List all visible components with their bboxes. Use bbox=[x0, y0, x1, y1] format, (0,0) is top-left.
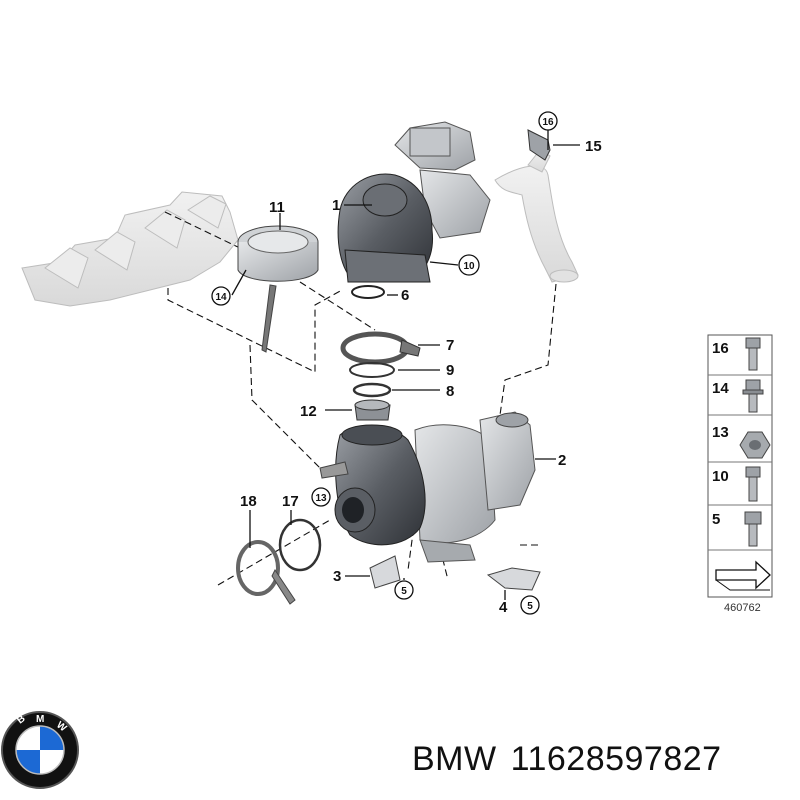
gasket-8 bbox=[352, 382, 392, 398]
legend-item-13: 13 bbox=[712, 424, 729, 441]
callout-4: 4 bbox=[499, 599, 508, 616]
leader-lines bbox=[231, 130, 580, 600]
v-band-clamp-18 bbox=[236, 540, 296, 605]
callout-13: 13 bbox=[315, 493, 327, 504]
callout-12: 12 bbox=[300, 403, 317, 420]
caption-brand: BMW bbox=[412, 740, 497, 778]
turbocharger-upper bbox=[337, 121, 491, 283]
callout-15: 15 bbox=[585, 138, 602, 155]
callout-10: 10 bbox=[463, 261, 475, 272]
nut-13-icon bbox=[739, 431, 771, 459]
v-band-clamp-7 bbox=[340, 331, 421, 365]
legend-item-10: 10 bbox=[712, 468, 729, 485]
callout-2: 2 bbox=[558, 452, 566, 469]
diagram-ref-number: 460762 bbox=[724, 602, 761, 614]
legend-item-16: 16 bbox=[712, 340, 729, 357]
callout-5b: 5 bbox=[527, 601, 533, 612]
callout-16: 16 bbox=[542, 117, 554, 128]
svg-text:M: M bbox=[36, 714, 44, 725]
seal-12 bbox=[354, 399, 391, 421]
circled-callout-16: 16 bbox=[538, 111, 558, 131]
callout-11: 11 bbox=[269, 199, 285, 216]
circled-callout-10: 10 bbox=[458, 254, 480, 276]
bolt-10-icon bbox=[745, 466, 761, 502]
gasket-6 bbox=[351, 285, 385, 299]
arrow-icon bbox=[715, 560, 771, 591]
bmw-logo: B M W bbox=[1, 711, 79, 789]
ring-9 bbox=[349, 362, 395, 378]
air-pipe-ghost bbox=[494, 149, 579, 283]
circled-callout-5a: 5 bbox=[394, 580, 414, 600]
bracket-4 bbox=[486, 567, 541, 591]
callout-9: 9 bbox=[446, 362, 454, 379]
callout-3: 3 bbox=[333, 568, 341, 585]
turbocharger-lower bbox=[319, 411, 536, 563]
legend-item-14: 14 bbox=[712, 380, 729, 397]
bracket-3 bbox=[369, 555, 401, 589]
callout-14: 14 bbox=[215, 292, 227, 303]
callout-7: 7 bbox=[446, 337, 454, 354]
circled-callout-14: 14 bbox=[211, 286, 231, 306]
bolt-16-icon bbox=[745, 337, 761, 371]
callout-6: 6 bbox=[401, 287, 409, 304]
callout-18: 18 bbox=[240, 493, 257, 510]
assembly-dashed-lines bbox=[164, 211, 557, 586]
callout-5a: 5 bbox=[401, 586, 407, 597]
bolt-5-icon bbox=[744, 511, 762, 547]
hardware-legend: 16 14 13 10 5 bbox=[707, 334, 773, 598]
exhaust-manifold-ghost bbox=[21, 191, 239, 307]
sensor-15 bbox=[527, 129, 551, 161]
callout-17: 17 bbox=[282, 493, 299, 510]
callout-8: 8 bbox=[446, 383, 454, 400]
legend-item-5: 5 bbox=[712, 511, 720, 528]
bolt-14-icon bbox=[742, 379, 764, 413]
circled-callout-13: 13 bbox=[311, 487, 331, 507]
gasket-17 bbox=[278, 518, 322, 572]
callout-1: 1 bbox=[332, 197, 340, 214]
vacuum-actuator bbox=[237, 225, 319, 353]
circled-callout-5b: 5 bbox=[520, 595, 540, 615]
part-caption: BMW 11628597827 bbox=[412, 740, 736, 779]
caption-part-number: 11628597827 bbox=[510, 740, 722, 778]
